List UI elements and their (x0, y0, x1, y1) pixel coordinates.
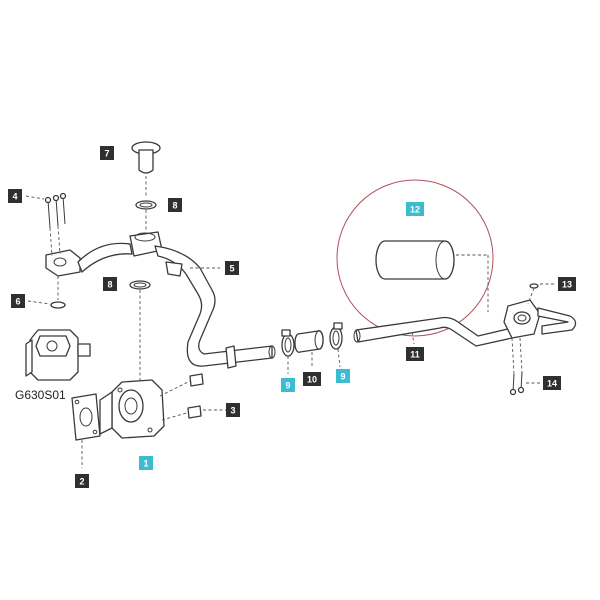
callout-box (75, 474, 89, 488)
callout-number: 4 (12, 192, 17, 202)
part-1-hydraulic-pump (99, 379, 193, 439)
part-7-banjo-bolt (131, 141, 161, 198)
callout-box (558, 277, 576, 291)
callout-number: 10 (307, 375, 317, 385)
callout-box (406, 347, 424, 361)
callout-number: 1 (143, 459, 148, 469)
part-4-bolts (25, 192, 67, 257)
part-3-screws (187, 373, 226, 419)
callout-c6: 6 (11, 294, 25, 308)
right-fitting (503, 283, 577, 339)
callout-number: 12 (410, 205, 420, 215)
callout-c2: 2 (75, 474, 89, 488)
callout-number: 6 (15, 297, 20, 307)
callout-box (8, 189, 22, 203)
callout-c10: 10 (303, 372, 321, 386)
callout-box (336, 369, 350, 383)
callout-number: 9 (285, 381, 290, 391)
callout-number: 8 (107, 280, 112, 290)
callout-box (303, 372, 321, 386)
part-8-o-ring-lower (129, 280, 151, 385)
part-9-hose-clamp-left (281, 329, 295, 374)
callout-number: 8 (172, 201, 177, 211)
callout-c4: 4 (8, 189, 22, 203)
callout-number: 9 (340, 372, 345, 382)
callout-c9a: 9 (281, 378, 295, 392)
callout-number: 3 (230, 406, 235, 416)
callout-number: 5 (229, 264, 234, 274)
callout-c3: 3 (226, 403, 240, 417)
callout-c5: 5 (225, 261, 239, 275)
part-9-hose-clamp-right (329, 322, 343, 368)
callout-number: 2 (79, 477, 84, 487)
part-8-o-ring-upper (135, 200, 157, 232)
callout-box (543, 376, 561, 390)
part-12-focus-circle (336, 179, 494, 337)
callout-number: 11 (410, 350, 420, 360)
part-11-pressure-pipe (353, 316, 513, 347)
part-6-washer (27, 276, 66, 309)
callout-box (168, 198, 182, 212)
callout-c13: 13 (558, 277, 576, 291)
callout-box (225, 261, 239, 275)
callout-box (226, 403, 240, 417)
part-2-gasket (71, 393, 101, 468)
part-12-hose-sleeve (375, 240, 489, 312)
callout-box (103, 277, 117, 291)
part-10-hose (294, 330, 324, 368)
callout-box (139, 456, 153, 470)
part-14-bolts (509, 337, 542, 396)
callout-c9b: 9 (336, 369, 350, 383)
reference-pump (25, 329, 91, 381)
part-5-suction-pipe (45, 231, 276, 369)
callout-c8a: 8 (168, 198, 182, 212)
reference-code-label: G630S01 (15, 388, 66, 402)
callout-number: 13 (562, 280, 572, 290)
callout-c1: 1 (139, 456, 153, 470)
callout-c7: 7 (100, 146, 114, 160)
callout-box (11, 294, 25, 308)
callout-number: 14 (547, 379, 557, 389)
callout-c11: 11 (406, 347, 424, 361)
callout-number: 7 (104, 149, 109, 159)
callout-c12: 12 (406, 202, 424, 216)
callout-c14: 14 (543, 376, 561, 390)
callout-box (100, 146, 114, 160)
callout-c8b: 8 (103, 277, 117, 291)
callout-box (406, 202, 424, 216)
callout-box (281, 378, 295, 392)
